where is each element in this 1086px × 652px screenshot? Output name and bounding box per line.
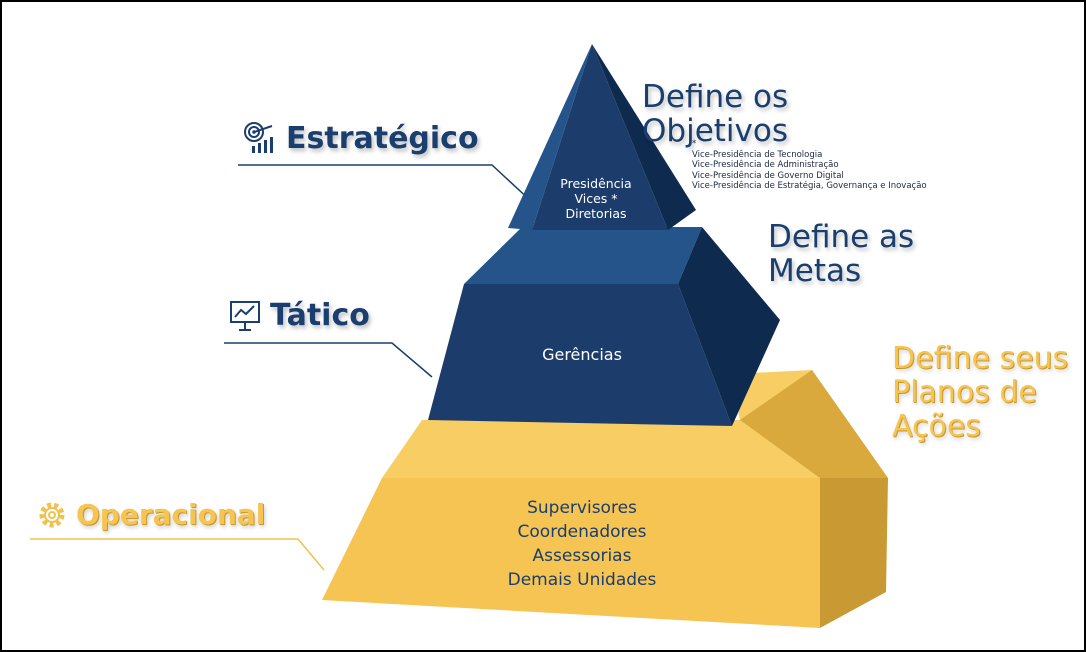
tier-middle-side bbox=[678, 227, 780, 426]
level-tatico-label: Tático bbox=[270, 298, 370, 333]
tier-top-side bbox=[592, 44, 696, 230]
tier-middle-label: Gerências bbox=[482, 345, 682, 364]
define-planos-line-3: Ações bbox=[892, 409, 981, 444]
tier-bottom-front bbox=[322, 478, 820, 628]
tier-middle-top-face bbox=[464, 227, 702, 284]
define-objetivos-line-2: Objetivos bbox=[642, 113, 788, 149]
footnote-item: Vice-Presidência de Governo Digital bbox=[692, 170, 844, 181]
tier-bottom-line: Supervisores bbox=[527, 498, 637, 518]
tier-top-line: Vices * bbox=[574, 191, 618, 206]
connector-operacional bbox=[30, 538, 325, 571]
tier-top-left bbox=[508, 44, 592, 230]
tier-top-label: Presidência Vices * Diretorias bbox=[536, 176, 656, 221]
tier-bottom-line: Coordenadores bbox=[517, 522, 647, 542]
tier-middle-line: Gerências bbox=[542, 345, 622, 364]
footnote-marker: * bbox=[692, 139, 697, 149]
define-objetivos: Define os Objetivos bbox=[642, 80, 788, 148]
define-planos: Define seus Planos de Ações bbox=[892, 342, 1068, 444]
tier-bottom-ridge bbox=[740, 370, 888, 478]
define-objetivos-line-1: Define os bbox=[642, 79, 789, 115]
tier-top-line: Diretorias bbox=[565, 206, 627, 221]
tier-top-line: Presidência bbox=[560, 176, 632, 191]
define-planos-line-2: Planos de bbox=[892, 375, 1037, 410]
level-estrategico-label: Estratégico bbox=[286, 120, 479, 156]
target-chart-icon bbox=[242, 120, 278, 156]
footnote-item: Vice-Presidência de Administração bbox=[692, 160, 839, 170]
tier-middle-front bbox=[428, 284, 732, 426]
define-metas-line-1: Define as bbox=[768, 219, 915, 255]
vices-footnote: * Vice-Presidência de Tecnologia Vice-Pr… bbox=[692, 139, 927, 192]
tier-bottom-line: Assessorias bbox=[532, 546, 632, 566]
level-estrategico: Estratégico bbox=[242, 120, 479, 156]
footnote-item: Vice-Presidência de Tecnologia bbox=[692, 149, 823, 160]
connector-estrategico bbox=[238, 164, 533, 203]
tier-bottom-label: Supervisores Coordenadores Assessorias D… bbox=[422, 496, 742, 592]
level-operacional: Operacional bbox=[36, 498, 265, 531]
define-metas-line-2: Metas bbox=[768, 253, 862, 289]
footnote-item: Vice-Presidência de Estratégia, Governan… bbox=[692, 181, 927, 191]
presentation-chart-icon bbox=[228, 299, 262, 333]
level-tatico: Tático bbox=[228, 298, 370, 333]
define-metas: Define as Metas bbox=[768, 220, 914, 288]
tier-bottom-line: Demais Unidades bbox=[507, 570, 657, 590]
tier-top-front bbox=[532, 44, 668, 230]
gear-icon bbox=[36, 499, 68, 531]
connector-tatico bbox=[224, 342, 433, 378]
define-planos-line-1: Define seus bbox=[892, 341, 1069, 376]
level-operacional-label: Operacional bbox=[76, 498, 266, 531]
tier-bottom-side bbox=[820, 478, 888, 628]
